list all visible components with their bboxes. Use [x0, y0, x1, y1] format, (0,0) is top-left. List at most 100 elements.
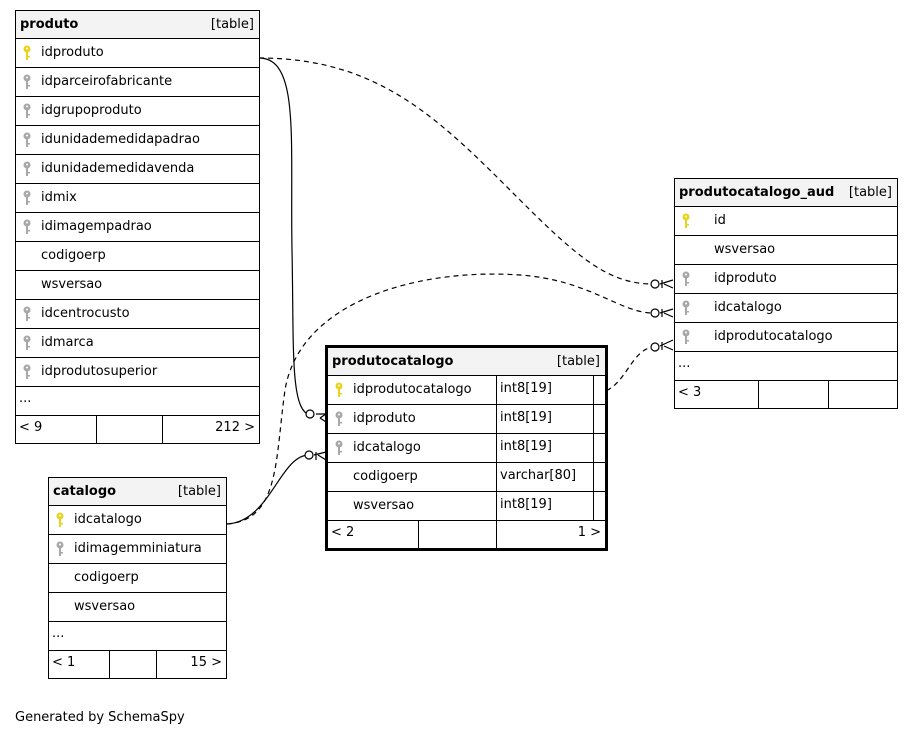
edge-produtocatalogo-aud [597, 346, 654, 394]
edge-crowfoot [659, 308, 674, 318]
column-row-idunidademedidavenda[interactable]: idunidademedidavenda [16, 155, 259, 184]
foreign-key-icon [681, 329, 691, 345]
table-name: catalogo [53, 484, 117, 499]
column-type: int8[19] [496, 434, 594, 462]
edge-end-marker [650, 308, 660, 318]
edge-end-marker [305, 409, 315, 419]
foreign-key-icon [681, 300, 691, 316]
column-name: idparceirofabricante [41, 74, 173, 89]
column-row-idcentrocusto[interactable]: idcentrocusto [16, 300, 259, 329]
foreign-key-icon [22, 219, 32, 235]
column-row-id[interactable]: id [675, 207, 897, 236]
column-name: idcatalogo [714, 300, 782, 315]
column-row-codigoerp[interactable]: codigoerp varchar[80] [328, 463, 605, 492]
column-name: idimagempadrao [41, 219, 152, 234]
table-catalogo[interactable]: catalogo [table] idcatalogo idimagemminia… [48, 477, 227, 679]
column-row-idprodutocatalogo[interactable]: idprodutocatalogo [675, 323, 897, 352]
foreign-key-icon [681, 271, 691, 287]
edge-crowfoot [313, 451, 327, 461]
table-footer: < 2 1 > [328, 521, 605, 548]
column-name: codigoerp [74, 570, 139, 585]
column-row-idparceirofabricante[interactable]: idparceirofabricante [16, 68, 259, 97]
column-row-idmix[interactable]: idmix [16, 184, 259, 213]
column-name: idprodutocatalogo [353, 382, 472, 397]
column-row-idimagemminiatura[interactable]: idimagemminiatura [49, 535, 226, 564]
edge-produto-aud [258, 57, 654, 285]
column-name: idunidademedidavenda [41, 161, 195, 176]
column-name: idimagemminiatura [74, 541, 202, 556]
table-type-label: [table] [556, 354, 600, 369]
more-columns: ... [49, 622, 226, 651]
foreign-key-icon [334, 440, 344, 456]
column-row-wsversao[interactable]: wsversao [16, 271, 259, 300]
table-header: catalogo [table] [49, 478, 226, 506]
column-row-idgrupoproduto[interactable]: idgrupoproduto [16, 97, 259, 126]
column-row-codigoerp[interactable]: codigoerp [16, 242, 259, 271]
table-name: produtocatalogo_aud [679, 185, 835, 200]
column-row-idproduto[interactable]: idproduto [675, 265, 897, 294]
table-footer: < 9 212 > [16, 416, 259, 443]
primary-key-icon [681, 213, 691, 229]
column-row-wsversao[interactable]: wsversao [49, 593, 226, 622]
column-name: idunidademedidapadrao [41, 132, 200, 147]
foreign-key-icon [22, 132, 32, 148]
more-columns: ... [675, 352, 897, 381]
column-type: varchar[80] [496, 463, 594, 491]
edge-end-marker [650, 279, 660, 289]
column-name: wsversao [41, 277, 103, 292]
more-columns: ... [16, 387, 259, 416]
table-produto[interactable]: produto [table] idproduto idparceirofabri… [15, 10, 260, 444]
column-name: codigoerp [41, 248, 106, 263]
foreign-key-icon [55, 541, 65, 557]
column-row-idimagempadrao[interactable]: idimagempadrao [16, 213, 259, 242]
table-name: produtocatalogo [332, 354, 454, 369]
column-name: idproduto [714, 271, 777, 286]
column-row-idunidademedidapadrao[interactable]: idunidademedidapadrao [16, 126, 259, 155]
column-name: wsversao [353, 498, 415, 513]
column-name: idcatalogo [353, 440, 421, 455]
table-footer: < 3 [675, 381, 897, 408]
foreign-key-icon [22, 74, 32, 90]
column-list: idproduto idparceirofabricante idgrupoprod… [16, 39, 259, 387]
edge-end-marker [650, 342, 660, 352]
column-name: idcatalogo [74, 512, 142, 527]
footer-rows-count: 1 > [577, 525, 601, 540]
column-name: wsversao [74, 599, 136, 614]
edge-end-marker [304, 450, 314, 460]
column-row-idmarca[interactable]: idmarca [16, 329, 259, 358]
column-row-idcatalogo[interactable]: idcatalogo [675, 294, 897, 323]
column-row-idcatalogo[interactable]: idcatalogo int8[19] [328, 434, 605, 463]
column-row-wsversao[interactable]: wsversao [675, 236, 897, 265]
table-produtocatalogo[interactable]: produtocatalogo [table] idprodutocatalog… [325, 345, 608, 551]
column-name: idgrupoproduto [41, 103, 142, 118]
footer-rows-count: 15 > [190, 655, 222, 670]
table-header: produtocatalogo [table] [328, 348, 605, 376]
column-row-idprodutocatalogo[interactable]: idprodutocatalogo int8[19] [328, 376, 605, 405]
edge-produto-produtocatalogo [258, 57, 311, 416]
table-type-label: [table] [848, 185, 892, 200]
column-name: codigoerp [353, 469, 418, 484]
edge-catalogo-aud [226, 273, 654, 525]
table-header: produto [table] [16, 11, 259, 39]
table-name: produto [20, 17, 79, 32]
column-list: idcatalogo idimagemminiatura codigoerp wsve… [49, 506, 226, 622]
table-type-label: [table] [210, 17, 254, 32]
table-footer: < 1 15 > [49, 651, 226, 678]
foreign-key-icon [22, 364, 32, 380]
column-row-idprodutosuperior[interactable]: idprodutosuperior [16, 358, 259, 387]
foreign-key-icon [22, 161, 32, 177]
primary-key-icon [55, 512, 65, 528]
column-row-idcatalogo[interactable]: idcatalogo [49, 506, 226, 535]
edge-crowfoot [659, 279, 674, 289]
column-name: idproduto [353, 411, 416, 426]
foreign-key-icon [22, 306, 32, 322]
column-name: idmix [41, 190, 77, 205]
column-row-idproduto[interactable]: idproduto [16, 39, 259, 68]
column-row-codigoerp[interactable]: codigoerp [49, 564, 226, 593]
column-type: int8[19] [496, 376, 594, 404]
